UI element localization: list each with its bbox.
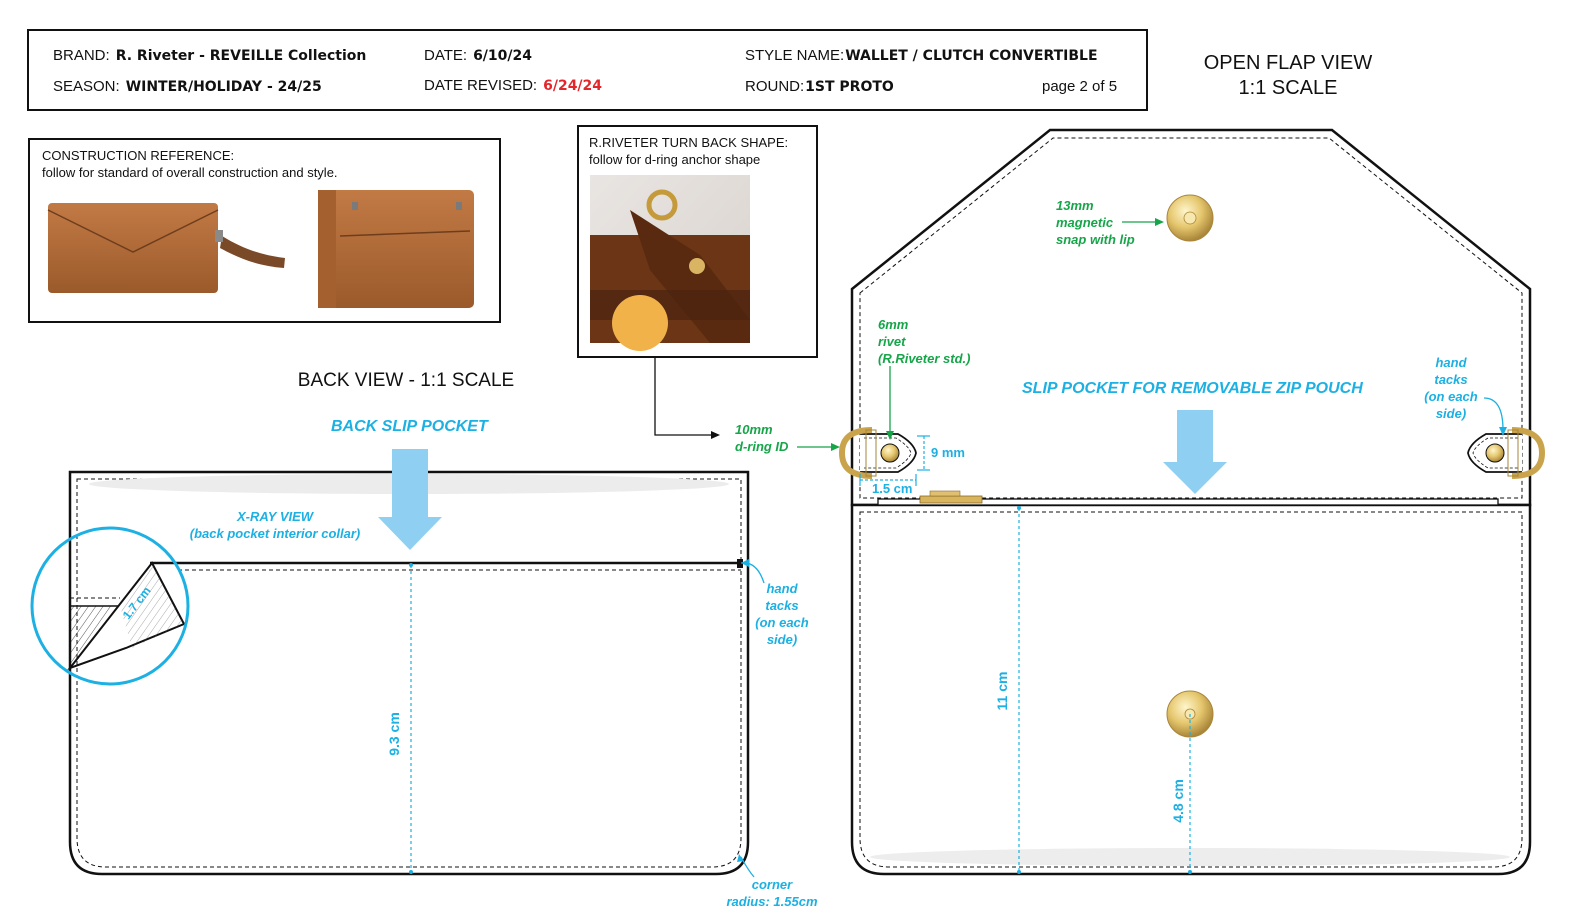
- rivet-note-line: 6mm: [878, 317, 909, 332]
- left-dring-anchor: [838, 427, 917, 479]
- xray-title: X-RAY VIEW: [236, 509, 314, 524]
- body-height-label: 11 cm: [994, 671, 1010, 711]
- date-label: DATE:: [424, 47, 468, 64]
- slip-pocket-arrow: [1163, 410, 1227, 494]
- magnetic-snap-flap: [1166, 194, 1214, 242]
- date-revised-label: DATE REVISED:: [424, 77, 538, 94]
- back-slip-pocket-label: BACK SLIP POCKET: [331, 418, 488, 435]
- hand-tacks-line: hand: [1435, 355, 1467, 370]
- back-view-bag: [68, 470, 750, 876]
- xray-subtitle: (back pocket interior collar): [189, 526, 361, 541]
- style-name-label: STYLE NAME:: [745, 47, 845, 64]
- hand-tacks-line: tacks: [765, 598, 799, 613]
- open-flap-scale-line: 1:1 SCALE: [1238, 77, 1338, 99]
- tab-width-label: 1.5 cm: [872, 481, 913, 496]
- construction-reference-subtitle: follow for standard of overall construct…: [42, 165, 338, 180]
- turn-back-reference-title: R.RIVETER TURN BACK SHAPE:: [589, 135, 789, 150]
- turn-back-reference-subtitle: follow for d-ring anchor shape: [589, 152, 761, 167]
- date-revised-value: 6/24/24: [543, 78, 603, 94]
- turn-back-leader: [654, 358, 714, 436]
- season-field: SEASON: WINTER/HOLIDAY - 24/25: [53, 78, 322, 95]
- open-flap-title-line: OPEN FLAP VIEW: [1203, 52, 1373, 74]
- hand-tacks-line: hand: [766, 581, 798, 596]
- rivet-note: 6mm rivet (R.Riveter std.): [878, 316, 970, 367]
- date-revised-field: DATE REVISED: 6/24/24: [424, 77, 602, 94]
- open-flap-view-title: OPEN FLAP VIEW 1:1 SCALE: [1187, 51, 1389, 101]
- corner-radius-note: corner radius: 1.55cm: [712, 876, 832, 910]
- snap-note-line: 13mm: [1056, 198, 1094, 213]
- rivet-note-line: rivet: [878, 334, 906, 349]
- xray-detail: [30, 526, 190, 686]
- style-name-field: STYLE NAME:WALLET / CLUTCH CONVERTIBLE: [745, 47, 1098, 64]
- clutch-photo-back: [318, 190, 474, 308]
- snap-note-line: snap with lip: [1056, 232, 1135, 247]
- dring-note-line: 10mm: [735, 422, 773, 437]
- date-field: DATE: 6/10/24: [424, 47, 532, 64]
- xray-view-label: X-RAY VIEW (back pocket interior collar): [160, 508, 390, 542]
- dring-note: 10mm d-ring ID: [735, 421, 788, 455]
- round-value: 1ST PROTO: [805, 79, 894, 95]
- pocket-height-label: 9.3 cm: [386, 712, 402, 756]
- back-slip-pocket-arrow: [378, 449, 442, 550]
- tab-height-label: 9 mm: [931, 445, 965, 460]
- back-view-title: BACK VIEW - 1:1 SCALE: [297, 370, 515, 391]
- flap-hand-tack-leader: [1483, 397, 1504, 431]
- slip-pocket-zip-pouch-label: SLIP POCKET FOR REMOVABLE ZIP POUCH: [1022, 380, 1363, 397]
- clutch-photo-envelope: [47, 203, 285, 293]
- hand-tacks-line: tacks: [1434, 372, 1468, 387]
- snap-note-line: magnetic: [1056, 215, 1114, 230]
- round-label: ROUND:: [745, 78, 805, 95]
- construction-reference-title: CONSTRUCTION REFERENCE:: [42, 148, 235, 163]
- brand-value: R. Riveter - REVEILLE Collection: [115, 48, 367, 64]
- hand-tacks-line: (on each: [1424, 389, 1478, 404]
- brand-field: BRAND: R. Riveter - REVEILLE Collection: [53, 47, 366, 64]
- header-box: [27, 29, 1148, 111]
- round-field: ROUND:1ST PROTO: [745, 78, 894, 95]
- flap-hand-tacks-note: hand tacks (on each side): [1420, 354, 1482, 422]
- season-label: SEASON:: [53, 78, 120, 95]
- season-value: WINTER/HOLIDAY - 24/25: [125, 79, 322, 95]
- hand-tacks-line: side): [766, 632, 798, 647]
- hand-tacks-line: (on each: [755, 615, 809, 630]
- right-dring-anchor: [1467, 427, 1546, 479]
- turn-back-photo: [590, 175, 750, 351]
- magnetic-snap-note: 13mm magnetic snap with lip: [1056, 197, 1135, 248]
- page-number: page 2 of 5: [1042, 78, 1118, 95]
- date-value: 6/10/24: [473, 48, 532, 64]
- rivet-note-line: (R.Riveter std.): [878, 351, 971, 366]
- corner-note-line: corner: [751, 877, 793, 892]
- brand-label: BRAND:: [53, 47, 110, 64]
- hand-tacks-line: side): [1435, 406, 1467, 421]
- dring-note-line: d-ring ID: [735, 439, 789, 454]
- corner-note-line: radius: 1.55cm: [726, 894, 818, 909]
- snap-height-label: 4.8 cm: [1170, 779, 1186, 823]
- back-hand-tacks-note: hand tacks (on each side): [746, 580, 818, 648]
- style-name-value: WALLET / CLUTCH CONVERTIBLE: [845, 48, 1098, 64]
- open-flap-bag: [850, 128, 1532, 876]
